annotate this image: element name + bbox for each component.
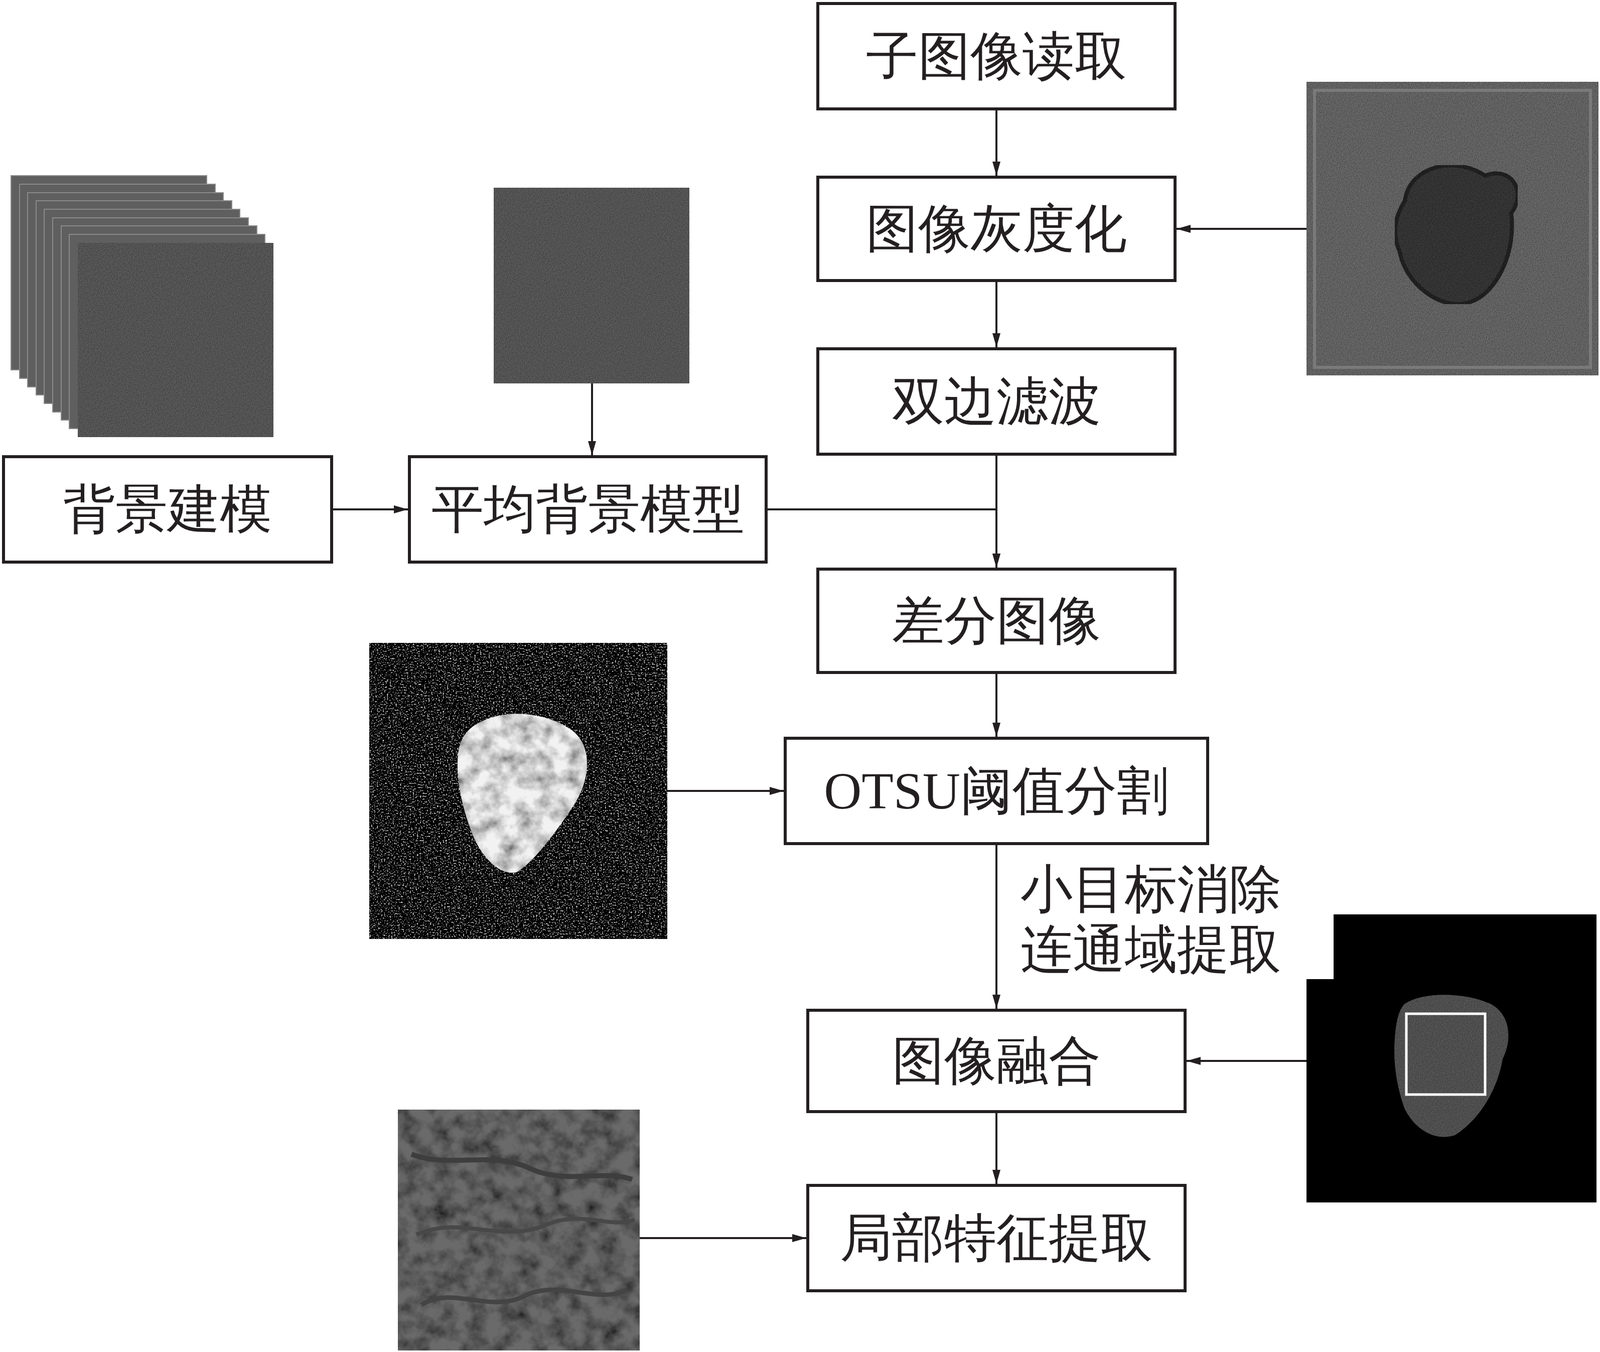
process-box: 平均背景模型 <box>407 455 768 564</box>
leader-arrows <box>592 228 1307 1238</box>
fused-image <box>1306 914 1597 1203</box>
process-box: 差分图像 <box>816 567 1177 674</box>
average-background-image <box>493 187 690 384</box>
box-text: 图像灰度化 <box>865 200 1127 258</box>
process-box: 子图像读取 <box>816 2 1177 111</box>
flow-arrow <box>333 508 408 511</box>
process-box: 双边滤波 <box>816 347 1177 456</box>
process-box: 图像融合 <box>806 1008 1187 1113</box>
process-box: 背景建模 <box>2 455 334 564</box>
box-text: 局部特征提取 <box>839 1209 1153 1267</box>
edge-label: 小目标消除 连通域提取 <box>1018 858 1334 979</box>
flow-arrow <box>995 844 998 1009</box>
box-text: 双边滤波 <box>892 372 1101 430</box>
flow-arrow <box>767 509 997 568</box>
binary-image <box>369 642 668 939</box>
flow-arrow <box>995 281 998 348</box>
box-text: 平均背景模型 <box>431 480 745 538</box>
flow-arrow <box>995 110 998 176</box>
texture-image <box>397 1109 640 1351</box>
box-text: 图像融合 <box>892 1032 1101 1090</box>
flow-arrow <box>995 1112 998 1184</box>
flow-arrow <box>995 673 998 737</box>
box-text: 子图像读取 <box>865 27 1127 85</box>
box-text: OTSU阈值分割 <box>823 762 1170 820</box>
box-text: 背景建模 <box>63 480 272 538</box>
process-box: 图像灰度化 <box>816 175 1177 282</box>
flow-arrow <box>995 455 998 568</box>
process-box: 局部特征提取 <box>806 1183 1187 1292</box>
input-photo <box>1306 81 1599 376</box>
background-frames <box>11 175 274 438</box>
process-box: OTSU阈值分割 <box>783 736 1210 845</box>
box-text: 差分图像 <box>892 592 1101 650</box>
